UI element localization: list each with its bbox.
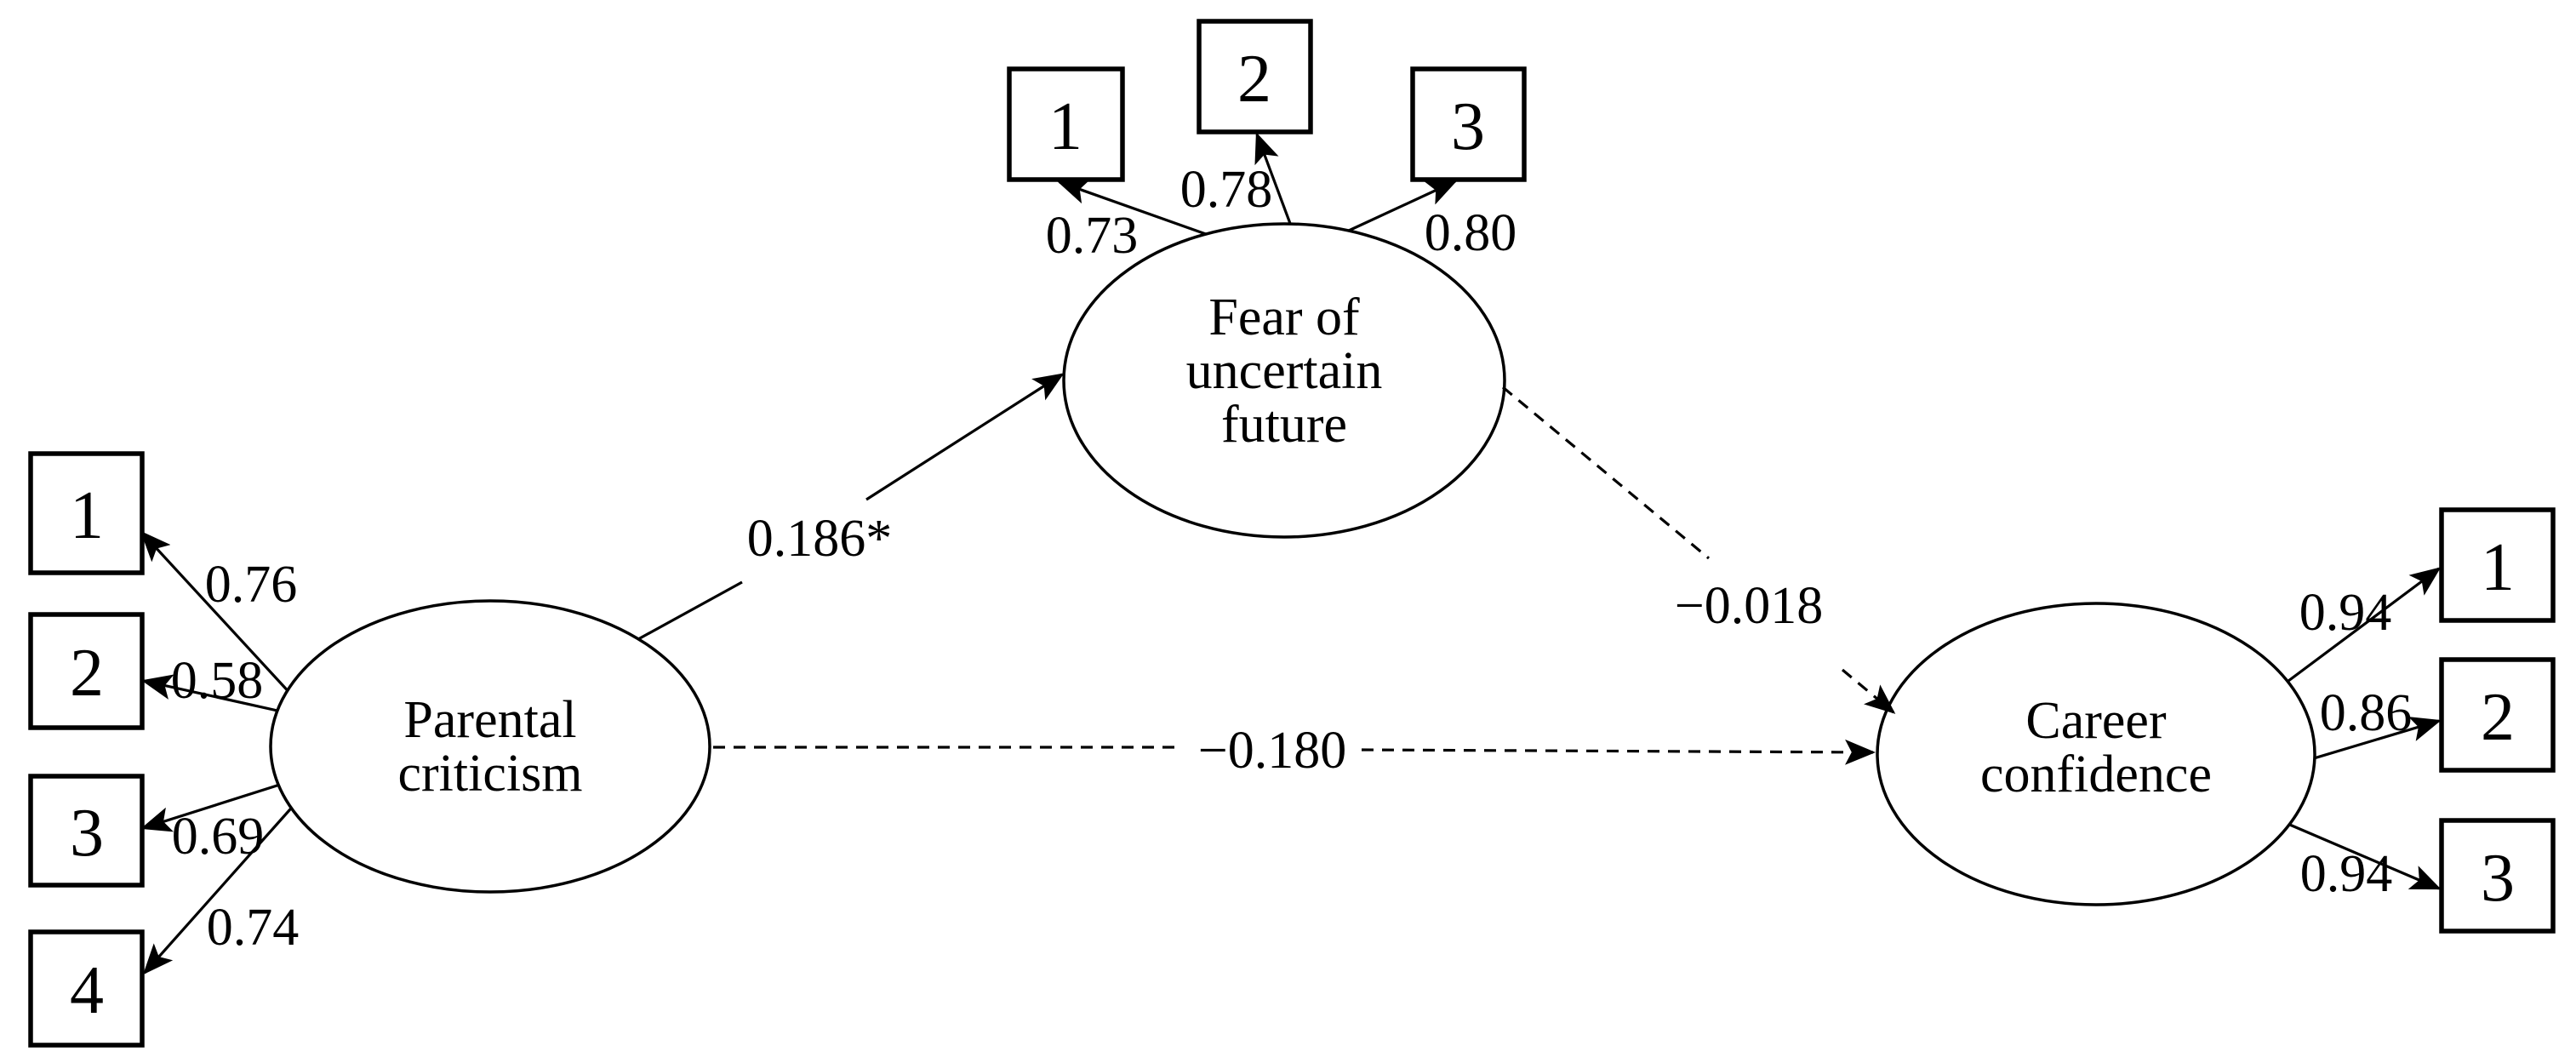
latent-fear-of-uncertain-future: Fear of uncertain future xyxy=(1062,222,1506,539)
indicator-number: 2 xyxy=(2481,680,2515,755)
indicator-box-parental-4 xyxy=(28,929,145,1048)
latent-label-line: criticism xyxy=(398,745,583,803)
indicator-group-parental: 1 2 3 4 xyxy=(28,451,145,1048)
indicator-group-career: 1 2 3 xyxy=(2439,507,2556,934)
latent-label-line: future xyxy=(1221,396,1347,454)
path-parental-to-fear xyxy=(637,373,1065,641)
loading-label: 0.58 xyxy=(171,652,264,710)
loading-arrow-career-1 xyxy=(2277,567,2442,690)
indicator-group-fear: 1 2 3 xyxy=(1007,19,1527,182)
indicator-box-fear-3 xyxy=(1410,66,1527,182)
latent-ellipse-parental-criticism xyxy=(269,599,711,894)
indicator-box-fear-2 xyxy=(1197,19,1313,134)
indicator-number: 3 xyxy=(70,796,104,871)
loading-arrow-fear-3 xyxy=(1339,180,1458,237)
indicator-box-parental-1 xyxy=(28,451,145,575)
loading-arrow-parental-2 xyxy=(141,674,294,716)
path-line-dashed xyxy=(1501,386,1711,560)
loading-arrow-parental-1 xyxy=(140,530,294,698)
loading-arrow-fear-1 xyxy=(1057,179,1219,240)
path-line-dashed xyxy=(1841,668,1896,714)
latent-ellipse-career-confidence xyxy=(1876,602,2316,906)
indicator-number: 2 xyxy=(1237,42,1271,117)
indicator-number: 1 xyxy=(70,478,104,553)
latent-career-confidence: Career confidence xyxy=(1876,602,2316,906)
loading-label: 0.74 xyxy=(207,899,300,957)
path-coefficient-label: −0.180 xyxy=(1198,722,1346,780)
path-parental-to-career xyxy=(713,739,1876,765)
latent-label-line: Parental xyxy=(403,691,576,749)
path-coefficient-label: 0.186* xyxy=(747,510,893,568)
latent-label-line: Career xyxy=(2025,692,2167,750)
indicator-box-fear-1 xyxy=(1007,66,1125,182)
loading-label: 0.73 xyxy=(1046,207,1139,265)
path-line-solid xyxy=(637,580,743,641)
indicator-number: 3 xyxy=(1451,89,1485,164)
loading-arrow-parental-3 xyxy=(140,781,286,832)
latent-label-line: Fear of xyxy=(1208,289,1360,346)
loading-arrow-parental-4 xyxy=(143,801,298,975)
indicator-box-career-1 xyxy=(2439,507,2556,623)
loading-arrow-fear-2 xyxy=(1254,132,1296,236)
indicator-number: 2 xyxy=(70,636,104,711)
loading-arrow-career-3 xyxy=(2285,821,2442,890)
indicator-box-career-2 xyxy=(2439,657,2556,773)
loading-label: 0.78 xyxy=(1180,161,1273,219)
loading-label: 0.94 xyxy=(2299,584,2392,642)
path-coefficient-label: −0.018 xyxy=(1675,577,1823,635)
loading-label: 0.69 xyxy=(172,808,265,866)
latent-label-line: confidence xyxy=(1980,746,2212,803)
indicator-number: 1 xyxy=(2481,530,2515,605)
indicator-box-career-3 xyxy=(2439,818,2556,934)
indicator-box-parental-2 xyxy=(28,612,145,730)
loading-label: 0.80 xyxy=(1425,204,1517,262)
latent-label-line: uncertain xyxy=(1186,342,1383,400)
indicator-number: 3 xyxy=(2481,841,2515,916)
path-line-solid xyxy=(865,373,1065,501)
latent-parental-criticism: Parental criticism xyxy=(269,599,711,894)
loading-label: 0.76 xyxy=(205,556,298,614)
indicator-number: 4 xyxy=(70,953,104,1028)
indicator-number: 1 xyxy=(1048,89,1082,164)
loading-arrow-career-2 xyxy=(2305,717,2442,763)
path-line-dashed xyxy=(1361,739,1876,765)
path-fear-to-career xyxy=(1501,386,1896,714)
loading-label: 0.86 xyxy=(2320,684,2413,742)
indicator-box-parental-3 xyxy=(28,774,145,888)
loading-label: 0.94 xyxy=(2300,845,2393,903)
